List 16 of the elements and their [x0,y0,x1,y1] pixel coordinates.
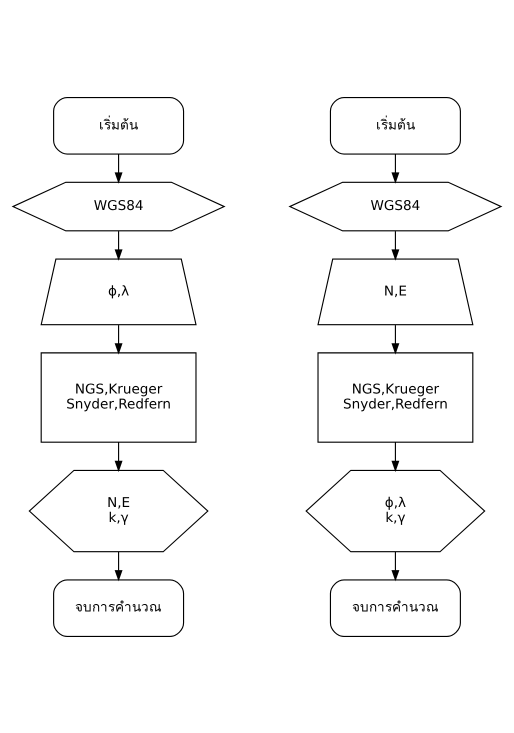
arrow [114,551,123,581]
arrow [114,324,123,354]
arrow [391,230,400,260]
node-box: จบการคำนวณ [330,578,461,637]
arrow [114,230,123,260]
node-box: NGS,Krueger Snyder,Redfern [317,352,474,442]
node-box: จบการคำนวณ [53,578,184,637]
node-box: เริ่มต้น [330,96,461,154]
arrow [114,154,123,184]
arrow [391,324,400,354]
node-box: NGS,Krueger Snyder,Redfern [40,352,197,442]
arrow [114,442,123,472]
arrow [391,154,400,184]
arrow [391,442,400,472]
arrow [391,551,400,581]
node-box: เริ่มต้น [53,96,184,154]
